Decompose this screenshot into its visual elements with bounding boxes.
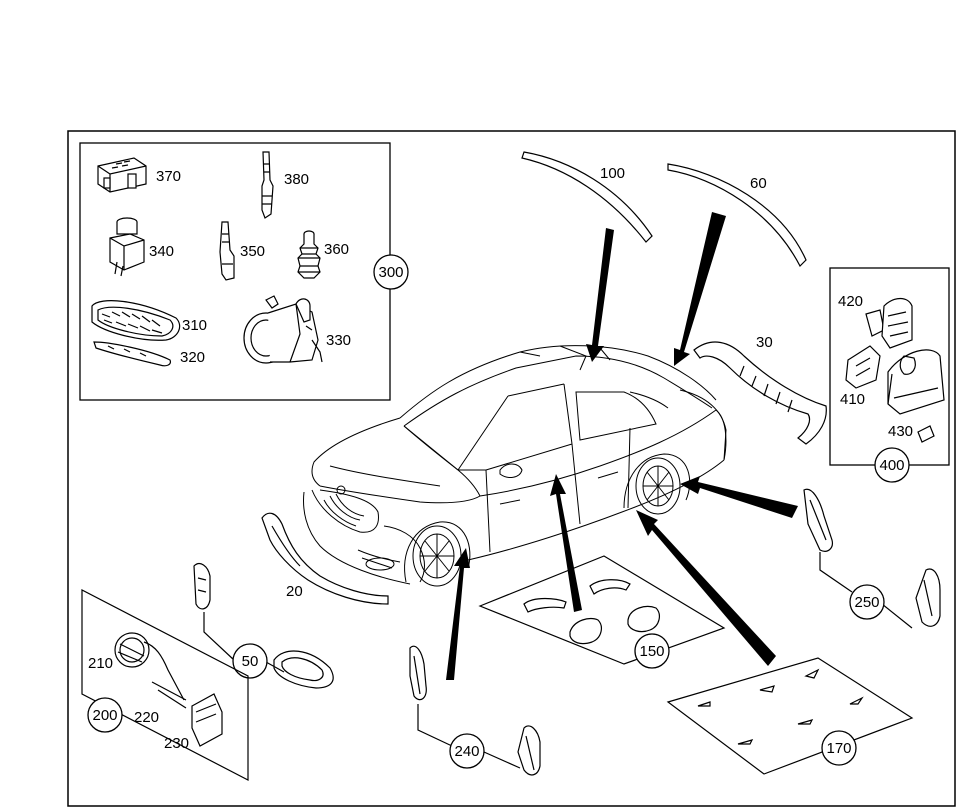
leader-240 [417,704,521,769]
label-210: 210 [88,655,113,672]
front-lip-20-part [261,512,389,605]
tail-lamp-part [887,349,945,415]
label-370: 370 [156,168,181,185]
trim-tray-170 [666,657,914,775]
label-410: 410 [840,391,865,408]
arrow-100 [586,228,614,362]
roof-spoiler-100-part [521,151,653,243]
terminal-380-part [261,151,274,219]
arrow-60 [674,212,726,366]
label-360: 360 [324,241,349,258]
door-handle-tray-150 [478,555,726,665]
grommet-360-part [297,230,321,279]
terminal-350-part [219,221,235,281]
leader-50 [203,612,285,673]
arrow-170 [636,510,776,666]
rear-diffuser-30-part [693,341,827,445]
label-60: 60 [750,175,767,192]
car-illustration [303,345,727,587]
label-340: 340 [149,243,174,260]
callout-200-label: 200 [92,707,117,724]
callout-300-label: 300 [378,264,403,281]
group-200-box [81,589,249,781]
label-230: 230 [164,735,189,752]
label-320: 320 [180,349,205,366]
diagram-frame [67,130,956,807]
mudflap-240-part [409,645,541,776]
label-20: 20 [286,583,303,600]
label-30: 30 [756,334,773,351]
callout-400-circle [874,447,910,483]
callout-170-circle [821,730,857,766]
mudflap-250-part [803,488,941,627]
callout-300-circle [373,254,409,290]
grille-50-part [193,563,334,689]
callout-150-label: 150 [639,643,664,660]
callout-50-label: 50 [242,653,259,670]
plate-410-part [845,345,881,389]
callout-150-circle [634,633,670,669]
callout-170-label: 170 [826,740,851,757]
trunk-spoiler-60-part [667,163,807,268]
label-100: 100 [600,165,625,182]
sensor-340-part [109,217,145,277]
label-350: 350 [240,243,265,260]
grille-310-part [91,300,181,341]
relay-370-part [97,157,147,193]
callout-400-label: 400 [879,457,904,474]
label-220: 220 [134,709,159,726]
callout-250-label: 250 [854,594,879,611]
group-400-box: 420 410 430 400 [829,267,950,483]
label-330: 330 [326,332,351,349]
cover-430-part [917,425,935,443]
arrow-150 [550,474,582,612]
label-420: 420 [838,293,863,310]
label-430: 430 [888,423,913,440]
lamp-housing-part [881,297,913,349]
trim-320-part [93,341,171,367]
callout-200-circle [87,697,123,733]
callout-250-circle [849,584,885,620]
callout-240-label: 240 [454,743,479,760]
label-380: 380 [284,171,309,188]
callout-240-circle [449,733,485,769]
callout-50-circle [232,643,268,679]
arrow-250 [680,476,798,518]
fog-lamp-330-part [243,295,323,364]
label-310: 310 [182,317,207,334]
leader-250 [819,552,913,629]
group-300-box: 370 380 340 350 360 3 [79,142,409,401]
arrow-240 [446,548,470,680]
